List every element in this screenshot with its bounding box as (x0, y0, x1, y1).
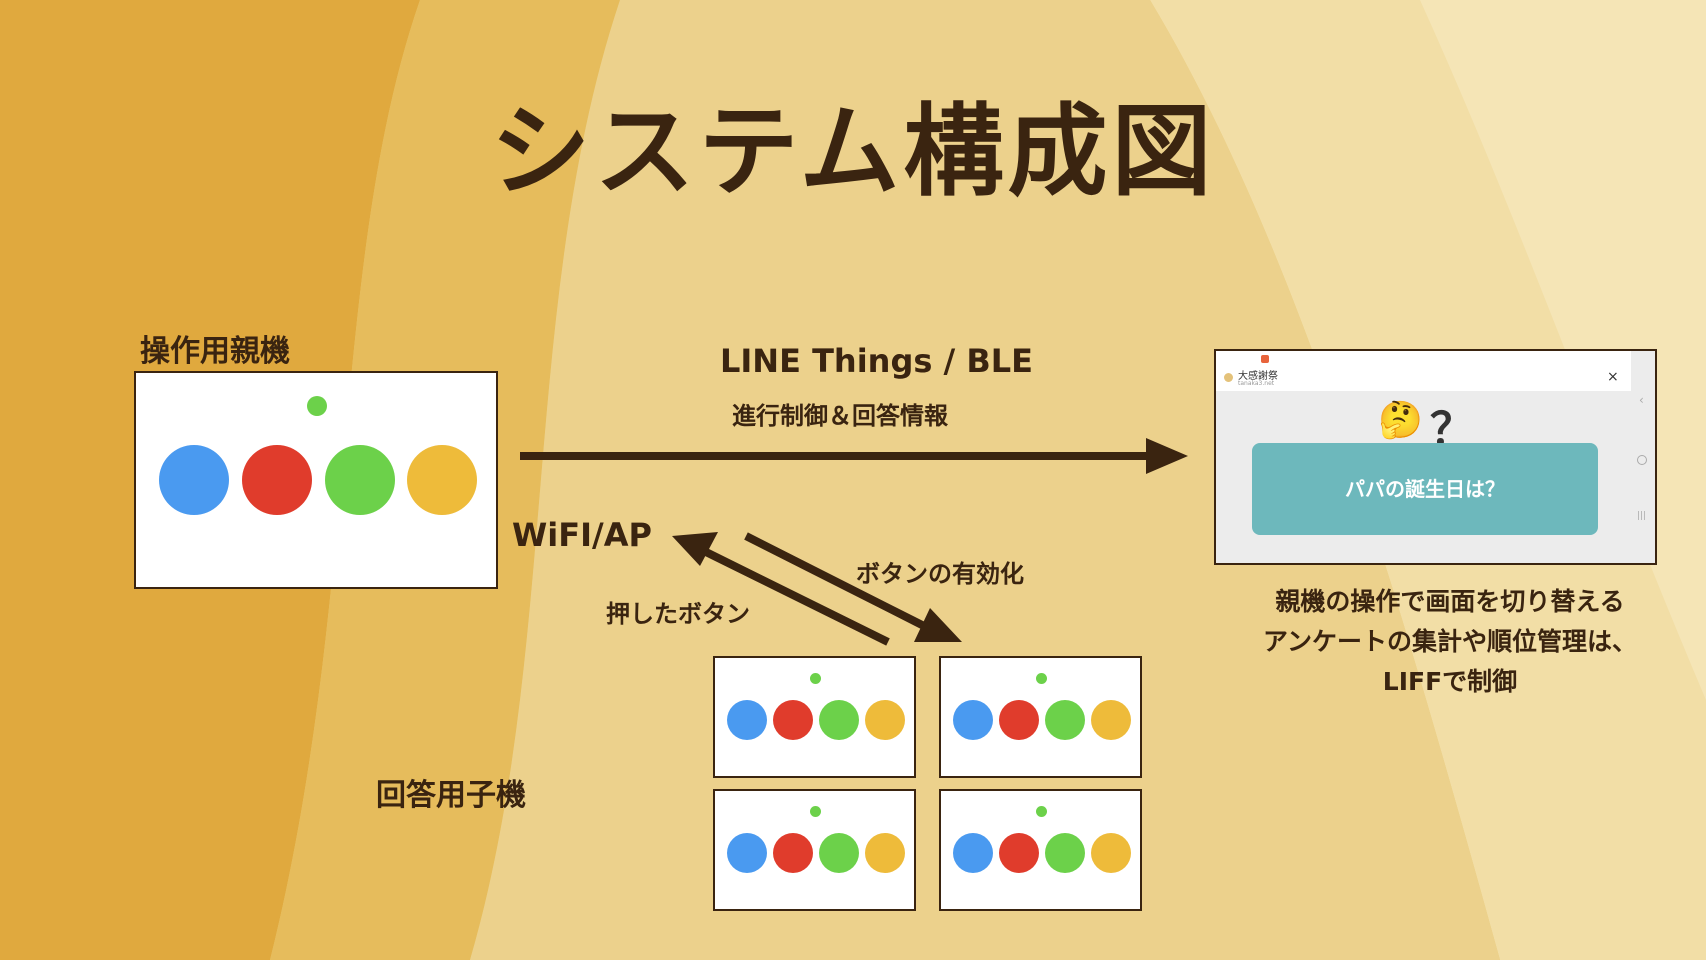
pressed-arrow-line (704, 548, 890, 646)
recent-apps-icon[interactable]: ||| (1637, 511, 1647, 521)
yellow-button (865, 833, 905, 873)
red-button (773, 833, 813, 873)
enable-button-label: ボタンの有効化 (856, 560, 1024, 588)
child-device-label: 回答用子機 (376, 778, 526, 813)
ble-description-label: 進行制御＆回答情報 (732, 402, 948, 430)
green-button (325, 445, 395, 515)
back-icon[interactable]: ‹ (1639, 393, 1644, 407)
thinking-face-icon: 🤔 (1378, 400, 1423, 441)
note-line: LIFFで制御 (1382, 667, 1518, 696)
led-indicator (810, 673, 821, 684)
child-device-panel (713, 789, 916, 911)
enable-arrow-head (914, 608, 962, 642)
green-button (819, 833, 859, 873)
green-button (819, 700, 859, 740)
yellow-button (407, 445, 477, 515)
notch-indicator (1261, 355, 1269, 363)
liff-note: 親機の操作で画面を切り替える アンケートの集計や順位管理は、 LIFFで制御 (1190, 582, 1706, 702)
question-button[interactable]: パパの誕生日は？ (1252, 443, 1598, 535)
pressed-arrow-head (672, 532, 718, 566)
ble-arrow-head (1146, 438, 1188, 474)
parent-device-label: 操作用親機 (140, 334, 290, 369)
red-button (242, 445, 312, 515)
home-icon[interactable] (1637, 455, 1647, 465)
ble-protocol-label: LINE Things / BLE (720, 342, 1033, 380)
app-domain: tanaka3.net (1238, 380, 1275, 387)
blue-button (953, 700, 993, 740)
yellow-button (1091, 833, 1131, 873)
green-button (1045, 833, 1085, 873)
app-icon (1224, 373, 1233, 382)
note-line: アンケートの集計や順位管理は、 (1262, 627, 1637, 656)
blue-button (159, 445, 229, 515)
liff-header: 大感謝祭 tanaka3.net × (1216, 351, 1631, 391)
enable-arrow-line (744, 532, 926, 630)
red-button (773, 700, 813, 740)
child-device-panel (939, 789, 1142, 911)
blue-button (953, 833, 993, 873)
led-indicator (1036, 806, 1047, 817)
page-title: システム構成図 (490, 93, 1216, 210)
child-device-panel (939, 656, 1142, 778)
close-icon[interactable]: × (1607, 369, 1619, 385)
child-device-panel (713, 656, 916, 778)
liff-screen: 大感謝祭 tanaka3.net × 🤔 ？ パパの誕生日は？ ‹ ||| (1214, 349, 1657, 565)
blue-button (727, 700, 767, 740)
green-button (1045, 700, 1085, 740)
led-indicator (307, 396, 327, 416)
red-button (999, 833, 1039, 873)
led-indicator (1036, 673, 1047, 684)
yellow-button (1091, 700, 1131, 740)
blue-button (727, 833, 767, 873)
pressed-button-label: 押したボタン (606, 600, 750, 628)
note-line: 親機の操作で画面を切り替える (1275, 587, 1625, 616)
parent-device-panel (134, 371, 498, 589)
wifi-label: WiFI/AP (512, 516, 652, 554)
led-indicator (810, 806, 821, 817)
yellow-button (865, 700, 905, 740)
red-button (999, 700, 1039, 740)
app-title: 大感謝祭 (1238, 371, 1278, 382)
